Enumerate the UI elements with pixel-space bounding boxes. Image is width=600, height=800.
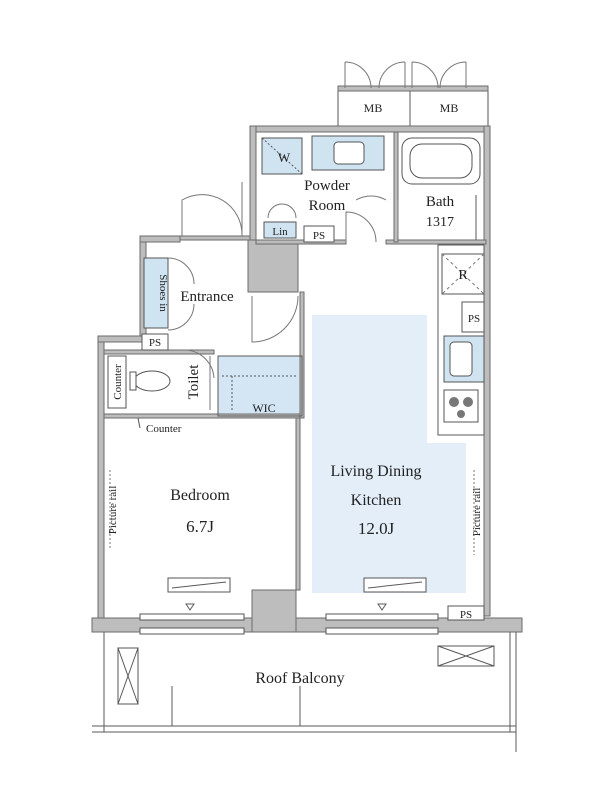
counter-bottom-label: Counter (146, 423, 182, 435)
powder-room-label-1: Powder (304, 178, 350, 194)
ps-balcony-label: PS (460, 609, 472, 621)
refrigerator-label: R (458, 268, 468, 283)
bedroom-label: Bedroom (170, 487, 230, 504)
balcony-windows (139, 613, 439, 635)
bath-size-label: 1317 (426, 215, 454, 230)
meter-box-area (337, 61, 489, 127)
ps-balcony-box (447, 605, 485, 621)
toilet-label: Toilet (186, 364, 202, 400)
stove-burner-icon (457, 410, 465, 418)
ps-entrance-label: PS (149, 337, 161, 349)
ps-powder-label: PS (313, 230, 325, 242)
toilet-fixtures (107, 355, 211, 410)
ldk-label-2: Kitchen (351, 492, 402, 509)
mb-left-label: MB (364, 101, 383, 115)
bedroom-size-label: 6.7J (186, 517, 214, 536)
ldk-floor-fill (312, 315, 427, 445)
shoes-in-label: Shoes in (157, 274, 169, 312)
ldk-size-label: 12.0J (358, 519, 395, 538)
powder-room-label-2: Room (309, 198, 346, 214)
lin-label: Lin (272, 226, 288, 238)
picture-rail-left-label: Picture rail (107, 486, 119, 535)
stove-burner-icon (463, 397, 473, 407)
stove-burner-icon (449, 397, 459, 407)
ps-kitchen-label: PS (468, 313, 480, 325)
roof-balcony-label: Roof Balcony (255, 670, 344, 687)
roof-balcony (92, 632, 517, 752)
entrance-fixtures (141, 182, 299, 379)
counter-leader-line (137, 417, 141, 429)
w-label: W (278, 150, 291, 165)
bath-label: Bath (426, 194, 455, 210)
counter-side-label: Counter (112, 364, 124, 400)
entrance-label: Entrance (180, 289, 234, 305)
picture-rail-right-label: Picture rail (471, 488, 483, 537)
ldk-floor-fill-lower (312, 443, 466, 593)
bedroom-aircon (167, 577, 231, 611)
inner-walls (103, 131, 487, 591)
wic-label: WIC (252, 401, 275, 415)
kitchen-fixtures (441, 253, 485, 423)
ldk-label-1: Living Dining (330, 463, 421, 480)
powder-bath-fixtures (261, 135, 481, 243)
mb-right-label: MB (440, 101, 459, 115)
ldk-aircon (363, 577, 427, 611)
